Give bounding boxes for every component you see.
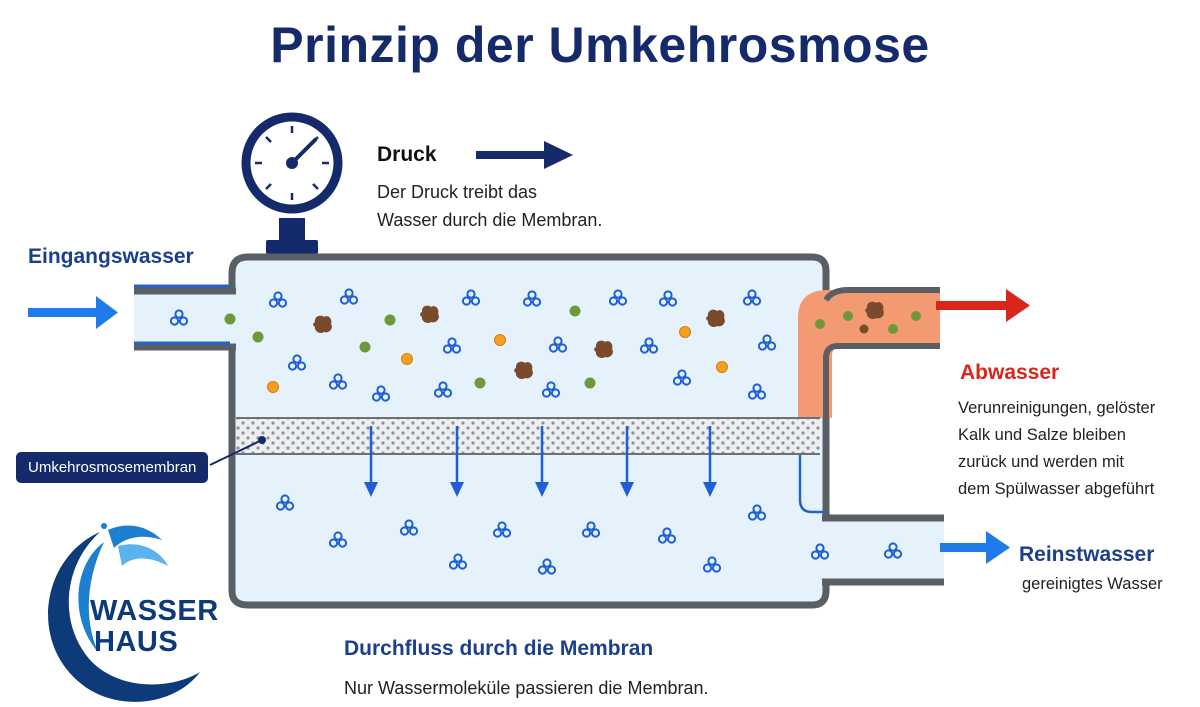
logo-line1: WASSER bbox=[90, 595, 219, 627]
logo-line2: HAUS bbox=[94, 626, 179, 658]
inlet-arrow-icon bbox=[28, 296, 118, 329]
pressure-title: Druck bbox=[377, 143, 437, 166]
waste-title: Abwasser bbox=[960, 361, 1060, 384]
membrane-badge: Umkehrosmosemembran bbox=[16, 452, 209, 483]
pure-water-arrow-icon bbox=[940, 531, 1010, 564]
flow-desc: Nur Wassermoleküle passieren die Membran… bbox=[344, 678, 709, 698]
pure-water-sub: gereinigtes Wasser bbox=[1022, 575, 1163, 593]
waste-particles bbox=[815, 301, 921, 334]
flow-title: Durchfluss durch die Membran bbox=[344, 637, 654, 660]
membrane-leader-dot bbox=[258, 436, 266, 444]
pressure-desc-line2: Wasser durch die Membran. bbox=[377, 210, 603, 230]
logo-text: WASSER HAUS bbox=[90, 596, 219, 658]
page-title: Prinzip der Umkehrosmose bbox=[270, 17, 930, 73]
feed-particles bbox=[169, 288, 777, 402]
pressure-desc-line1: Der Druck treibt das bbox=[377, 182, 538, 202]
filter-vessel bbox=[134, 253, 944, 609]
wasserhaus-logo-icon bbox=[48, 523, 200, 702]
waste-desc-line2: Kalk und Salze bleiben bbox=[958, 426, 1126, 444]
membrane-leader-line bbox=[209, 439, 263, 466]
waste-arrow-icon bbox=[936, 289, 1030, 322]
inlet-label: Eingangswasser bbox=[28, 245, 194, 268]
pressure-gauge-icon bbox=[241, 112, 343, 254]
waste-desc-line1: Verunreinigungen, gelöster bbox=[958, 399, 1156, 417]
waste-desc-line4: dem Spülwasser abgeführt bbox=[958, 480, 1155, 498]
waste-desc-line3: zurück und werden mit bbox=[958, 453, 1124, 471]
pure-water-title: Reinstwasser bbox=[1019, 543, 1155, 566]
membrane-flow-arrows bbox=[364, 426, 717, 497]
pressure-arrow-icon bbox=[476, 141, 573, 169]
